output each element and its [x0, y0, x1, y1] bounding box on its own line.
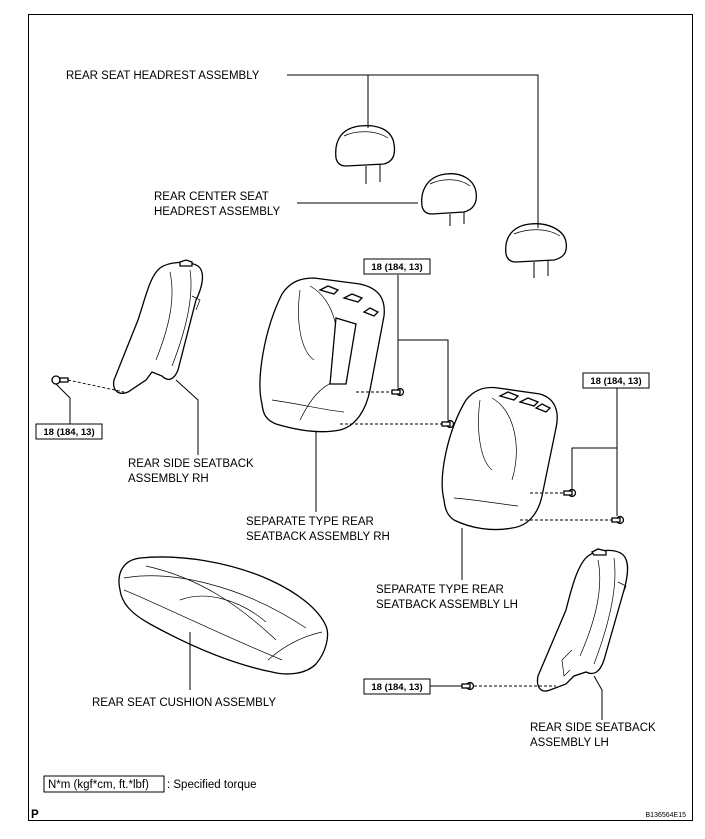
rear-side-seatback-rh[interactable]: [112, 259, 204, 394]
separate-seatback-lh[interactable]: [441, 386, 558, 531]
torque-box-lh-side: 18 (184, 13): [363, 678, 431, 695]
legend-description: : Specified torque: [167, 779, 257, 791]
label-rear-seat-headrest: REAR SEAT HEADREST ASSEMBLY: [66, 70, 260, 82]
leader-rear-side-lh: [593, 675, 603, 720]
label-separate-rh-1: SEPARATE TYPE REAR: [246, 516, 374, 528]
rear-seat-cushion[interactable]: [118, 556, 329, 675]
leader-rear-side-rh: [175, 379, 199, 455]
torque-value: 18 (184, 13): [43, 427, 94, 438]
label-separate-lh-2: SEATBACK ASSEMBLY LH: [376, 599, 518, 611]
label-rear-center-headrest-2: HEADREST ASSEMBLY: [154, 206, 280, 218]
bolt-rh-seatback-upper[interactable]: [391, 387, 405, 397]
rear-center-headrest[interactable]: [421, 173, 478, 226]
label-rear-center-headrest-1: REAR CENTER SEAT: [154, 191, 269, 203]
figure-code: B136564E15: [646, 812, 687, 819]
bolt-lh-seatback-lower[interactable]: [611, 515, 625, 525]
label-rear-side-seatback-rh-1: REAR SIDE SEATBACK: [128, 458, 254, 470]
bolt-rh-side[interactable]: [51, 375, 69, 385]
label-separate-lh-1: SEPARATE TYPE REAR: [376, 584, 504, 596]
label-rear-side-seatback-lh-1: REAR SIDE SEATBACK: [530, 722, 656, 734]
diagram-frame: [28, 14, 693, 821]
rear-headrest-lh[interactable]: [505, 223, 568, 278]
torque-legend: N*m (kgf*cm, ft.*lbf) : Specified torque: [43, 775, 257, 793]
legend-unit-box: N*m (kgf*cm, ft.*lbf): [48, 779, 149, 791]
torque-box-seatback-rh: 18 (184, 13): [363, 258, 431, 275]
rear-headrest-rh[interactable]: [335, 124, 396, 184]
rear-side-seatback-lh[interactable]: [536, 548, 629, 692]
leader-rear-headrest: [287, 74, 539, 228]
corner-letter: P: [31, 809, 39, 821]
label-rear-seat-cushion: REAR SEAT CUSHION ASSEMBLY: [92, 697, 276, 709]
torque-value: 18 (184, 13): [590, 376, 641, 387]
bolt-rh-seatback-lower[interactable]: [441, 419, 455, 429]
label-separate-rh-2: SEATBACK ASSEMBLY RH: [246, 531, 390, 543]
bolt-lh-side[interactable]: [461, 681, 475, 691]
separate-seatback-rh[interactable]: [259, 277, 385, 433]
torque-box-rh-side: 18 (184, 13): [35, 423, 103, 440]
label-rear-side-seatback-lh-2: ASSEMBLY LH: [530, 737, 609, 749]
torque-value: 18 (184, 13): [371, 262, 422, 273]
torque-value: 18 (184, 13): [371, 682, 422, 693]
torque-box-seatback-lh: 18 (184, 13): [582, 372, 650, 389]
label-rear-side-seatback-rh-2: ASSEMBLY RH: [128, 473, 209, 485]
bolt-lh-seatback-upper[interactable]: [563, 488, 577, 498]
